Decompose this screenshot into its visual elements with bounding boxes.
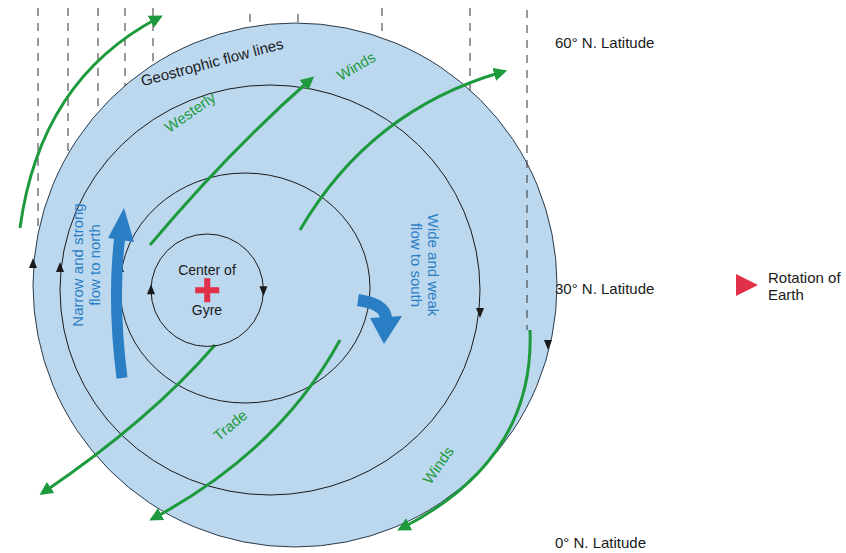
flow-label: Wide and weak flow to south — [408, 205, 442, 325]
latitude-label: 0° N. Latitude — [555, 534, 646, 551]
node-text: Center of Gyre — [175, 250, 239, 330]
circle-outline — [150, 233, 264, 347]
legend-note: Rotation of Earth — [768, 269, 843, 303]
gyre-center-circle: Center of Gyre — [150, 233, 264, 347]
latitude-label: 60° N. Latitude — [555, 34, 654, 51]
flow-label: Narrow and strong flow to north — [69, 200, 103, 330]
latitude-label: 30° N. Latitude — [555, 280, 654, 297]
